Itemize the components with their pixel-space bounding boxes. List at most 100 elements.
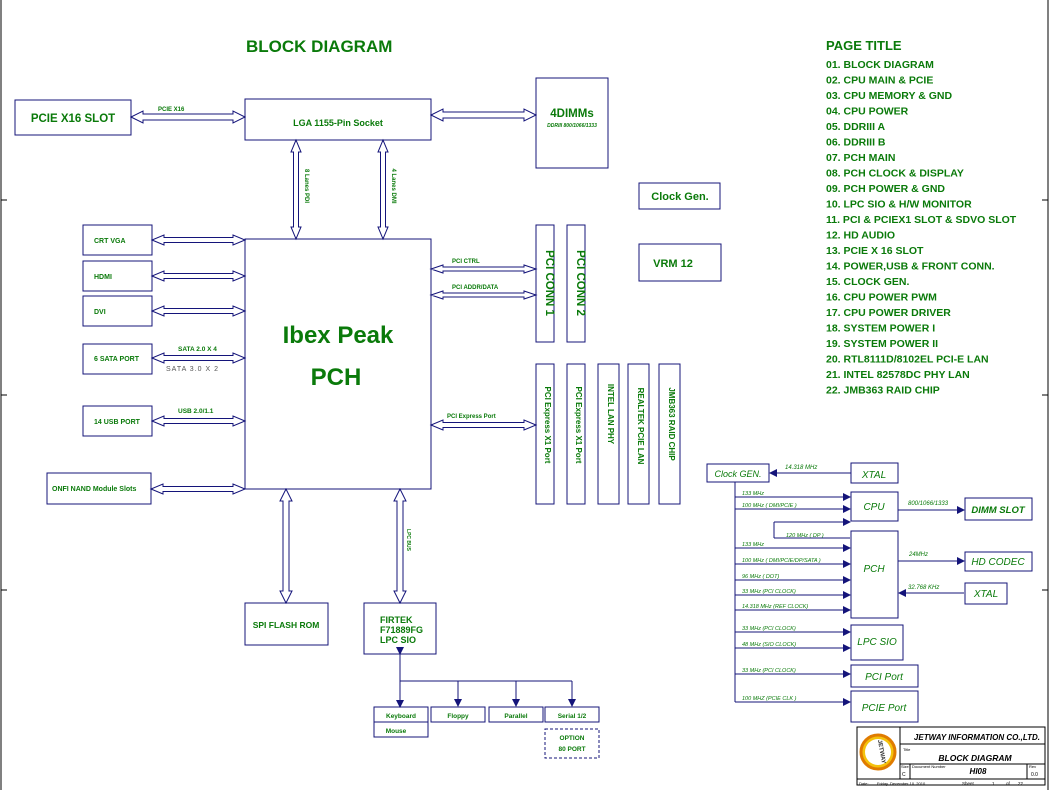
date-label: Date: <box>859 781 869 786</box>
pci-conn2-label: PCI CONN 2 <box>574 250 586 316</box>
clock-tree-xtal2-label: XTAL <box>973 589 998 600</box>
pdi-link-label: 8 Lanes PDI <box>303 169 309 203</box>
clock-tree-clockgen-label: Clock GEN. <box>714 469 761 479</box>
clock-tree-hdcodec-box <box>964 551 1033 572</box>
page-title-item: 15. CLOCK GEN. <box>826 276 910 288</box>
dvi-arrow <box>150 305 247 317</box>
clock-tree-pch-label: PCH <box>863 564 885 575</box>
hdmi-arrow <box>150 270 247 282</box>
page-title-item: 03. CPU MEMORY & GND <box>826 90 952 102</box>
clock-signal-label: 33 MHz (PCI CLOCK) <box>742 626 796 632</box>
sio-peripheral-lines <box>396 647 576 708</box>
clock-tree-dp-signal: 120 MHz ( DP ) <box>786 533 824 539</box>
clock-tree-dimm-box <box>964 497 1033 521</box>
pci-conn2-box <box>566 224 586 343</box>
clock-tree-hd-freq: 24MHz <box>908 552 928 558</box>
diagram-title: BLOCK DIAGRAM <box>246 37 392 56</box>
page-title-item: 13. PCIE X 16 SLOT <box>826 245 924 257</box>
lpc-bus-link-label: LPC BUS <box>405 529 411 552</box>
page-title-item: 21. INTEL 82578DC PHY LAN <box>826 369 970 381</box>
realtek-label: REALTEK PCIE LAN <box>636 388 645 465</box>
total-value: 22 <box>1018 781 1024 786</box>
floppy-box <box>430 706 486 723</box>
dimms-sublabel: DDRIII 800/1066/1333 <box>547 123 597 129</box>
company-name: JETWAY INFORMATION CO.,LTD. <box>914 733 1040 742</box>
title-value: BLOCK DIAGRAM <box>938 753 1012 763</box>
doc-value: HI08 <box>970 767 987 776</box>
dmi-arrow <box>377 138 389 241</box>
mouse-box <box>373 721 429 738</box>
title-block: JETWAY JETWAY INFORMATION CO.,LTD. Title… <box>856 726 1046 786</box>
pci-addr-arrow <box>429 290 538 300</box>
page-title-item: 07. PCH MAIN <box>826 152 895 164</box>
clock-tree-xtal2-freq: 32.768 KHz <box>908 585 939 591</box>
clock-signal-label: 33 MHz (PCI CLOCK) <box>742 589 796 595</box>
sata-arrow <box>150 352 247 364</box>
pci-conn1-box <box>535 224 555 343</box>
date-value: Friday, December 10, 2010 <box>877 781 926 786</box>
clock-tree-xtal2-box <box>964 582 1008 605</box>
parallel-label: Parallel <box>504 713 527 720</box>
page-title-item: 22. JMB363 RAID CHIP <box>826 385 940 397</box>
jmb-label: JMB363 RAID CHIP <box>667 387 676 461</box>
pcie-x1-b-box <box>566 363 586 505</box>
title-label: Title <box>903 747 911 752</box>
crt-vga-label: CRT VGA <box>94 238 126 245</box>
sheet-label: Sheet <box>962 781 975 786</box>
option-box <box>544 728 600 759</box>
pci-ctrl-arrow <box>429 264 538 274</box>
pcie-x16-arrow <box>129 110 247 124</box>
spi-arrow <box>279 487 293 605</box>
clock-signal-label: 100 MHZ (PCIE CLK ) <box>742 696 797 702</box>
clock-tree-pciport-label: PCI Port <box>865 672 904 683</box>
clock-tree-dimm-freq: 800/1066/1333 <box>908 501 949 507</box>
clock-tree-pcieport-box <box>850 690 919 723</box>
parallel-box <box>488 706 544 723</box>
sheet-value: 1 <box>992 781 995 786</box>
dimms-label: 4DIMMs <box>550 108 593 120</box>
page-title-item: 01. BLOCK DIAGRAM <box>826 59 934 71</box>
floppy-label: Floppy <box>447 713 469 720</box>
intel-lan-label: INTEL LAN PHY <box>606 384 615 445</box>
size-value: C <box>902 772 906 778</box>
pch-label-line1: Ibex Peak <box>283 322 394 349</box>
clock-signal-label: 100 MHz ( DMI/PCIE/DP/SATA ) <box>742 558 821 564</box>
clock-tree-hdcodec-label: HD CODEC <box>971 557 1025 568</box>
pch-box <box>244 238 432 490</box>
rev-value: 0.0 <box>1031 772 1038 778</box>
clock-tree-cpu-label: CPU <box>863 502 885 513</box>
usb-link-label: USB 2.0/1.1 <box>178 408 214 415</box>
socket-box <box>244 98 432 141</box>
bus-arrows <box>129 108 538 605</box>
pcie-x16-link-label: PCIE X16 <box>158 107 185 113</box>
clock-signal-label: 96 MHz ( DOT) <box>742 574 779 580</box>
pcie-x1-a-box <box>535 363 555 505</box>
option-label-line1: OPTION <box>560 735 585 742</box>
crt-arrow <box>150 234 247 246</box>
page-title-item: 11. PCI & PCIEX1 SLOT & SDVO SLOT <box>826 214 1017 226</box>
onfi-arrow <box>149 483 247 495</box>
pch-label-line2: PCH <box>311 364 362 391</box>
usb-arrow <box>150 415 247 427</box>
clock-tree-lines <box>734 469 965 702</box>
sio-label-line3: LPC SIO <box>380 635 416 645</box>
lpc-arrow <box>393 487 407 605</box>
clock-tree-xtal1-label: XTAL <box>861 470 886 481</box>
page-title-item: 09. PCH POWER & GND <box>826 183 945 195</box>
clock-tree-dimm-label: DIMM SLOT <box>971 505 1025 516</box>
pdi-arrow <box>290 138 302 241</box>
clock-tree-pcieport-label: PCIE Port <box>862 703 908 714</box>
sata-label: 6 SATA PORT <box>94 356 140 363</box>
dmi-link-label: 4 Lanes DMI <box>390 168 396 203</box>
sata-box <box>82 343 153 375</box>
page-title-item: 16. CPU POWER PWM <box>826 292 937 304</box>
socket-label: LGA 1155-Pin Socket <box>293 118 383 128</box>
of-label: of <box>1006 781 1011 786</box>
mouse-label: Mouse <box>386 728 407 735</box>
option-label-line2: 80 PORT <box>558 746 585 753</box>
vrm-label: VRM 12 <box>653 258 693 270</box>
dvi-label: DVI <box>94 309 106 316</box>
vrm-box <box>638 243 722 282</box>
